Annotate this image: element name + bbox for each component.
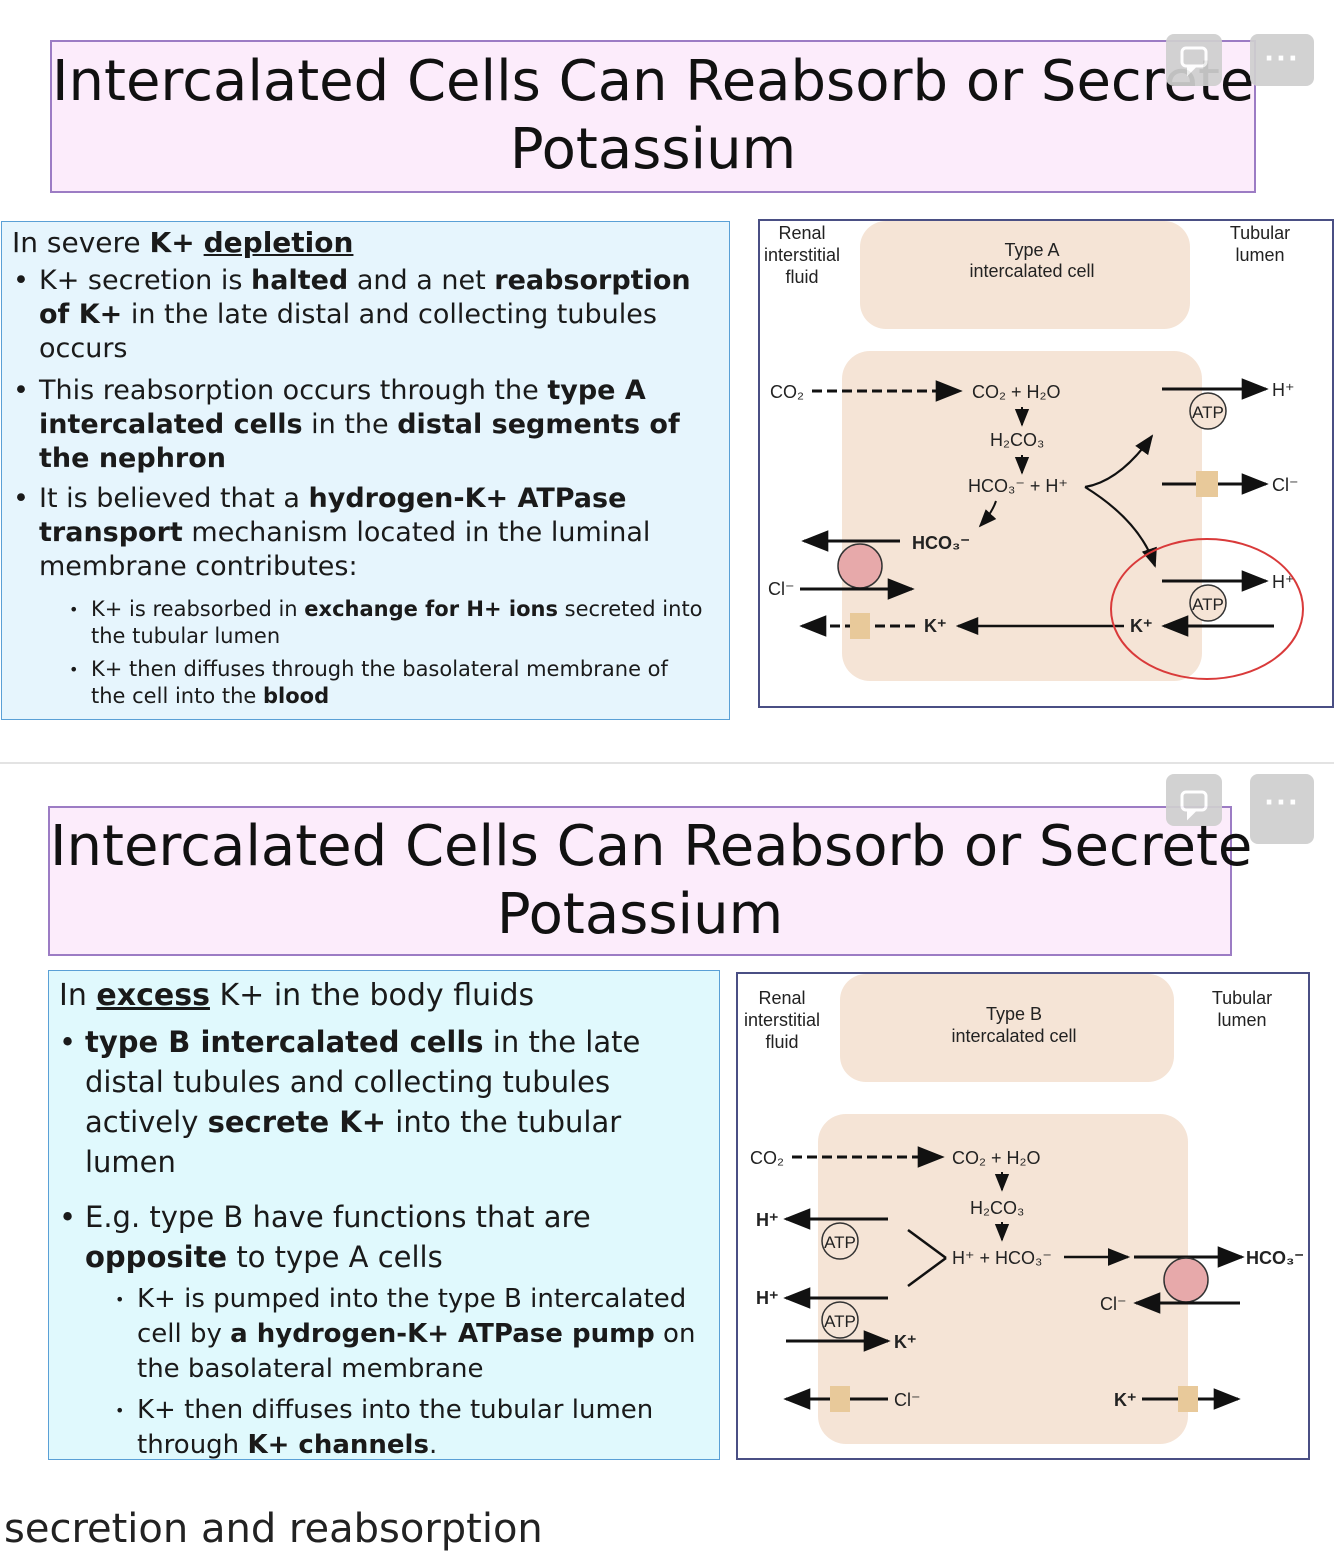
comment-icon [1166, 774, 1222, 826]
fig1-cell-label-2: intercalated cell [969, 261, 1094, 281]
fig2-atp-label-2: ATP [824, 1312, 856, 1331]
fig1-hco3-h: HCO₃⁻ + H⁺ [968, 476, 1068, 496]
fig1-atp-label-2: ATP [1192, 595, 1224, 614]
comment-button-1[interactable] [1166, 34, 1222, 86]
fig1-left-label-2: interstitial [764, 245, 840, 265]
fig2-left-label-2: interstitial [744, 1010, 820, 1030]
fig2-hco3-out: HCO₃⁻ [1246, 1248, 1304, 1268]
slide2-bullet-1: type B intercalated cells in the late di… [85, 1022, 709, 1182]
slide-divider [0, 762, 1334, 764]
fig2-cl-basal: Cl⁻ [894, 1390, 921, 1410]
slide1-title-line2: Potassium [52, 116, 1254, 184]
fig1-co2: CO₂ [770, 382, 804, 402]
fig1-cl-out: Cl⁻ [1272, 475, 1299, 495]
fig1-cl-left: Cl⁻ [768, 579, 795, 599]
fig2-h1: H⁺ [756, 1210, 779, 1230]
fig1-k-left: K⁺ [924, 616, 947, 636]
fig2-co2: CO₂ [750, 1148, 784, 1168]
fig1-co2-h2o: CO₂ + H₂O [972, 382, 1061, 402]
comment-icon [1166, 34, 1222, 86]
fig2-right-label-2: lumen [1217, 1010, 1266, 1030]
fig2-co2-h2o: CO₂ + H₂O [952, 1148, 1041, 1168]
fig1-cell-label-1: Type A [1004, 240, 1059, 260]
fig2-h-hco3: H⁺ + HCO₃⁻ [952, 1248, 1052, 1268]
type-a-cell-svg: Renal interstitial fluid Type A intercal… [760, 221, 1334, 708]
type-b-cell-diagram: Renal interstitial fluid Type B intercal… [736, 972, 1310, 1460]
slide2-intro: In excess K+ in the body fluids [59, 975, 709, 1017]
more-icon: ··· [1250, 788, 1314, 818]
fig1-k-channel [850, 613, 870, 639]
fig2-h2co3: H₂CO₃ [970, 1198, 1024, 1218]
fig1-k-in: K⁺ [1130, 616, 1153, 636]
fig2-h2: H⁺ [756, 1288, 779, 1308]
fig1-right-label-2: lumen [1235, 245, 1284, 265]
fig2-atp-label-1: ATP [824, 1233, 856, 1252]
cut-off-heading: secretion and reabsorption [4, 1506, 543, 1552]
fig2-exchanger [1164, 1258, 1208, 1302]
fig1-hco3: HCO₃⁻ [912, 533, 970, 553]
fig1-cl-channel [1196, 471, 1218, 497]
fig1-left-label-3: fluid [785, 267, 818, 287]
type-a-cell-diagram: Renal interstitial fluid Type A intercal… [758, 219, 1334, 708]
fig2-right-label-1: Tubular [1212, 988, 1272, 1008]
slide1-textbox: In severe K+ depletion K+ secretion is h… [1, 221, 730, 720]
slide1-subbullet-1: K+ is reabsorbed in exchange for H+ ions… [91, 596, 705, 650]
fig1-left-label-1: Renal [778, 223, 825, 243]
fig1-h-out-1: H⁺ [1272, 380, 1295, 400]
fig1-exchanger [838, 544, 882, 588]
excess-word: excess [96, 978, 210, 1013]
slide2-subbullet-1: K+ is pumped into the type B intercalate… [137, 1282, 709, 1387]
comment-button-2[interactable] [1166, 774, 1222, 826]
fig2-cl-channel [830, 1386, 850, 1412]
slide2-title-box: Intercalated Cells Can Reabsorb or Secre… [48, 806, 1232, 956]
slide1-title-line1: Intercalated Cells Can Reabsorb or Secre… [52, 48, 1254, 116]
slide2-title-line2: Potassium [50, 881, 1230, 949]
slide1-subbullet-2: K+ then diffuses through the basolateral… [91, 656, 705, 710]
type-b-cell-svg: Renal interstitial fluid Type B intercal… [738, 974, 1308, 1458]
slide2-textbox: In excess K+ in the body fluids type B i… [48, 970, 720, 1460]
fig1-atp-label-1: ATP [1192, 403, 1224, 422]
fig2-left-label-3: fluid [765, 1032, 798, 1052]
fig2-cell-label-1: Type B [986, 1004, 1042, 1024]
fig2-k-out: K⁺ [1114, 1390, 1137, 1410]
fig2-cell-label-2: intercalated cell [951, 1026, 1076, 1046]
more-options-button-1[interactable]: ··· [1250, 34, 1314, 86]
slide1-bullet-3: It is believed that a hydrogen-K+ ATPase… [39, 482, 719, 584]
slide1-title-box: Intercalated Cells Can Reabsorb or Secre… [50, 40, 1256, 193]
fig2-cl-lum: Cl⁻ [1100, 1294, 1127, 1314]
slide2-subbullet-2: K+ then diffuses into the tubular lumen … [137, 1393, 709, 1463]
fig2-k-in: K⁺ [894, 1332, 917, 1352]
depletion-word: depletion [204, 226, 354, 259]
more-icon: ··· [1250, 44, 1314, 74]
more-options-button-2[interactable]: ··· [1250, 774, 1314, 844]
slide2-bullet-2: E.g. type B have functions that are oppo… [85, 1197, 709, 1277]
slide1-bullet-2: This reabsorption occurs through the typ… [39, 374, 719, 476]
fig2-left-label-1: Renal [758, 988, 805, 1008]
fig2-k-channel [1178, 1386, 1198, 1412]
slide1-bullet-1: K+ secretion is halted and a net reabsor… [39, 264, 719, 366]
fig1-h2co3: H₂CO₃ [990, 430, 1044, 450]
slide1-intro: In severe K+ depletion [12, 224, 719, 262]
slide2-title-line1: Intercalated Cells Can Reabsorb or Secre… [50, 813, 1230, 881]
fig1-right-label-1: Tubular [1230, 223, 1290, 243]
